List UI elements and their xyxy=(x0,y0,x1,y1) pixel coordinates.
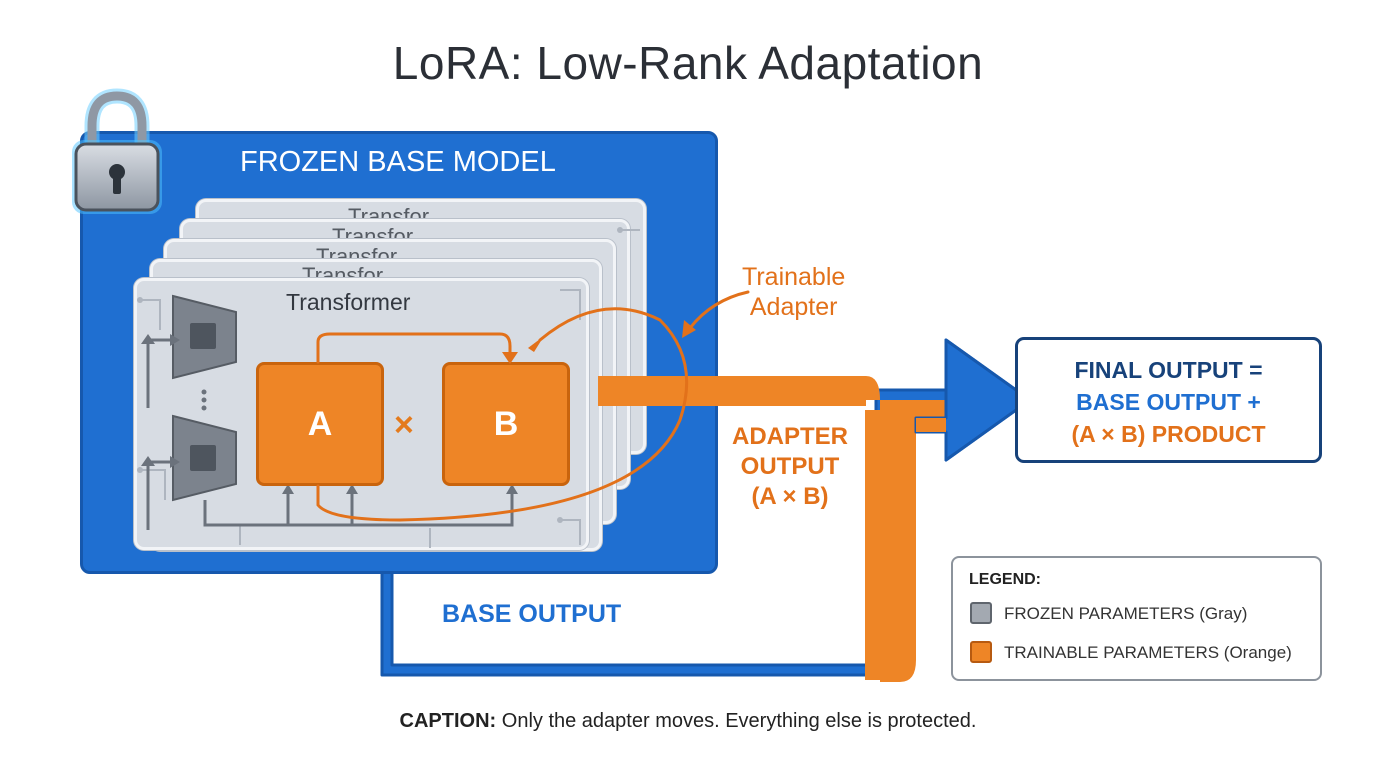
legend xyxy=(951,556,1322,681)
adapter-output-line2: OUTPUT xyxy=(740,453,840,480)
final-output-line2: BASE OUTPUT + xyxy=(1076,389,1261,415)
multiply-icon: × xyxy=(394,406,414,444)
caption: CAPTION: Only the adapter moves. Everyth… xyxy=(0,710,1376,733)
caption-prefix: CAPTION: xyxy=(399,710,497,732)
page-title: LoRA: Low-Rank Adaptation xyxy=(392,37,984,89)
chip-icon xyxy=(172,294,237,380)
legend-swatch-frozen xyxy=(970,602,992,624)
trainable-adapter-line1: Trainable xyxy=(742,263,846,291)
block-b: B xyxy=(442,362,570,486)
final-output-box: FINAL OUTPUT = BASE OUTPUT + (A × B) PRO… xyxy=(1015,337,1322,463)
legend-item-frozen: FROZEN PARAMETERS (Gray) xyxy=(1004,604,1248,623)
adapter-output-line1: ADAPTER xyxy=(731,423,848,450)
adapter-output-line3: (A × B) xyxy=(751,483,829,510)
legend-swatch-trainable xyxy=(970,641,992,663)
final-output-line3: (A × B) PRODUCT xyxy=(1071,421,1266,447)
final-output-line1: FINAL OUTPUT = xyxy=(1074,357,1263,383)
trainable-adapter-label: Trainable Adapter xyxy=(742,262,845,322)
legend-item-trainable: TRAINABLE PARAMETERS (Orange) xyxy=(1004,643,1292,662)
legend-title: LEGEND: xyxy=(969,571,1041,588)
trainable-adapter-line2: Adapter xyxy=(749,293,838,321)
adapter-output-label: ADAPTER OUTPUT (A × B) xyxy=(722,422,858,512)
lock-icon xyxy=(72,88,162,214)
caption-text: Only the adapter moves. Everything else … xyxy=(496,710,977,732)
chip-icon xyxy=(172,414,237,502)
base-output-label: BASE OUTPUT xyxy=(442,600,622,628)
transformer-layer-label: Transformer xyxy=(286,289,411,315)
frozen-base-model-label: FROZEN BASE MODEL xyxy=(240,146,556,178)
block-a: A xyxy=(256,362,384,486)
